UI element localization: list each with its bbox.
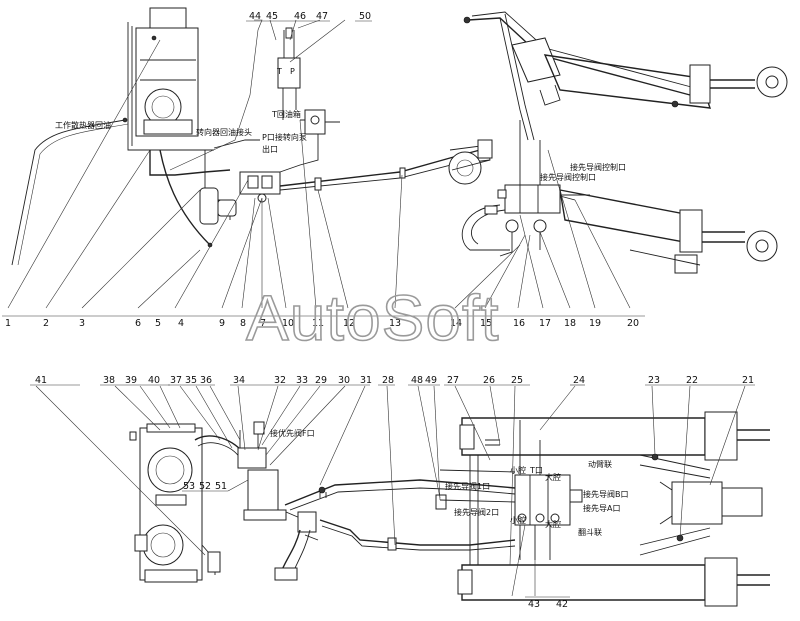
bottom-hydraulic-layout: 41 38 39 40 37 35 36 34 32 33 29 30 31 2…: [30, 375, 770, 610]
watermark-text: AutoSoft: [246, 282, 500, 354]
lift-cylinder: [559, 189, 778, 274]
callout-53: 53: [183, 481, 195, 492]
callout-51: 51: [215, 481, 227, 492]
callout-36: 36: [200, 375, 212, 386]
label-pilot-f-port: 接优先阀F口: [270, 428, 315, 438]
callout-21: 21: [742, 375, 754, 386]
callout-26: 26: [483, 375, 495, 386]
leader-lines-top: [7, 19, 631, 309]
hydraulic-tank: [127, 7, 214, 151]
callout-24: 24: [573, 375, 585, 386]
top-labels: 工作散热器回油 转向器回油接头 T回油箱 P口接转向泵 出口 接先导阀控制口 接…: [55, 67, 626, 182]
callout-14: 14: [450, 318, 462, 329]
inner-callout-numbers: 53 52 51 43 42: [182, 479, 570, 610]
label-large-chamber-1: 大腔: [545, 472, 561, 482]
callout-27: 27: [447, 375, 459, 386]
label-bucket-link: 翻斗联: [578, 528, 602, 537]
callout-10: 10: [282, 318, 294, 329]
callout-1: 1: [5, 318, 11, 329]
callout-35: 35: [185, 375, 197, 386]
label-outlet: 出口: [262, 144, 278, 154]
callout-49: 49: [425, 375, 437, 386]
label-boom-link: 动臂联: [588, 459, 612, 469]
pilot-block: [448, 139, 493, 185]
top-hydraulic-layout: 44 45 46 47 50 工作散热器回油 转向器回油接头 T回油箱 P口接转…: [2, 7, 788, 329]
callout-33: 33: [296, 375, 308, 386]
label-steering-connector: 转向器回油接头: [196, 127, 252, 137]
label-pilot-valve-2: 接先导阀2口: [454, 507, 499, 517]
callout-23: 23: [648, 375, 660, 386]
callout-16: 16: [513, 318, 525, 329]
multiway-control-valve: [461, 120, 590, 257]
callout-5: 5: [155, 318, 161, 329]
lower-callout-numbers: 41 38 39 40 37 35 36 34 32 33 29 30 31 2…: [30, 375, 755, 386]
label-small-chamber-1: 小腔: [510, 465, 526, 475]
top-callout-numbers: 44 45 46 47 50: [246, 11, 372, 22]
hydraulic-tank-side-view: [129, 423, 221, 583]
callout-25: 25: [511, 375, 523, 386]
callout-34: 34: [233, 375, 245, 386]
callout-44: 44: [249, 11, 261, 22]
callout-3: 3: [79, 318, 85, 329]
callout-11: 11: [312, 318, 324, 329]
callout-13: 13: [389, 318, 401, 329]
callout-28: 28: [382, 375, 394, 386]
callout-52: 52: [199, 481, 211, 492]
callout-32: 32: [274, 375, 286, 386]
label-p-steering-outlet: P口接转向泵: [262, 132, 307, 142]
cooler-return-line: [11, 119, 126, 266]
steering-unit: [277, 27, 340, 173]
callout-15: 15: [480, 318, 492, 329]
callout-43: 43: [528, 599, 540, 610]
priority-valve-block: [239, 171, 281, 203]
label-small-chamber-2: 小腔: [510, 515, 526, 525]
bottom-labels: 接优先阀F口 小腔 T口 大腔 动臂联 接先导阀1口 接先导阀B口 接先导阀2口…: [270, 428, 629, 537]
callout-12: 12: [343, 318, 355, 329]
bottom-right-cylinders: [457, 411, 770, 607]
callout-4: 4: [178, 318, 184, 329]
callout-19: 19: [589, 318, 601, 329]
callout-6: 6: [135, 318, 141, 329]
label-pilot-valve-1: 接先导阀1口: [445, 481, 490, 491]
callout-8: 8: [240, 318, 246, 329]
callout-29: 29: [315, 375, 327, 386]
boom-cylinder: [463, 11, 788, 141]
callout-50: 50: [359, 11, 371, 22]
callout-46: 46: [294, 11, 306, 22]
label-t-marker: T: [276, 67, 282, 76]
filter-assembly: [194, 421, 319, 581]
main-pipe-bundle: [284, 469, 516, 551]
callout-48: 48: [411, 375, 423, 386]
label-t-return-tank: T回油箱: [271, 109, 301, 119]
control-valve-detail: [514, 420, 583, 560]
callout-20: 20: [627, 318, 639, 329]
callout-22: 22: [686, 375, 698, 386]
label-pilot-valve-a: 接先导A口: [583, 503, 620, 513]
label-p-marker: P: [290, 67, 295, 76]
label-pilot-valve-b: 接先导阀B口: [583, 489, 629, 499]
callout-38: 38: [103, 375, 115, 386]
callout-17: 17: [539, 318, 551, 329]
callout-40: 40: [148, 375, 160, 386]
callout-39: 39: [125, 375, 137, 386]
top-row-callout-numbers: 1 2 3 6 5 4 9 8 7 10 11 12 13 14 15 16 1…: [2, 315, 645, 329]
leader-lines-bottom: [35, 385, 746, 597]
callout-41: 41: [35, 375, 47, 386]
label-large-chamber-2: 大腔: [545, 519, 561, 529]
callout-47: 47: [316, 11, 328, 22]
label-cooler-return: 工作散热器回油: [55, 120, 111, 130]
callout-31: 31: [360, 375, 372, 386]
callout-18: 18: [564, 318, 576, 329]
label-pilot-control-2: 接先导阀控制口: [540, 172, 596, 182]
label-t-port: T口: [529, 466, 543, 475]
callout-9: 9: [219, 318, 225, 329]
label-pilot-control-1: 接先导阀控制口: [570, 162, 626, 172]
callout-30: 30: [338, 375, 350, 386]
callout-42: 42: [556, 599, 568, 610]
callout-7: 7: [260, 318, 266, 329]
callout-45: 45: [266, 11, 278, 22]
callout-37: 37: [170, 375, 182, 386]
callout-2: 2: [43, 318, 49, 329]
